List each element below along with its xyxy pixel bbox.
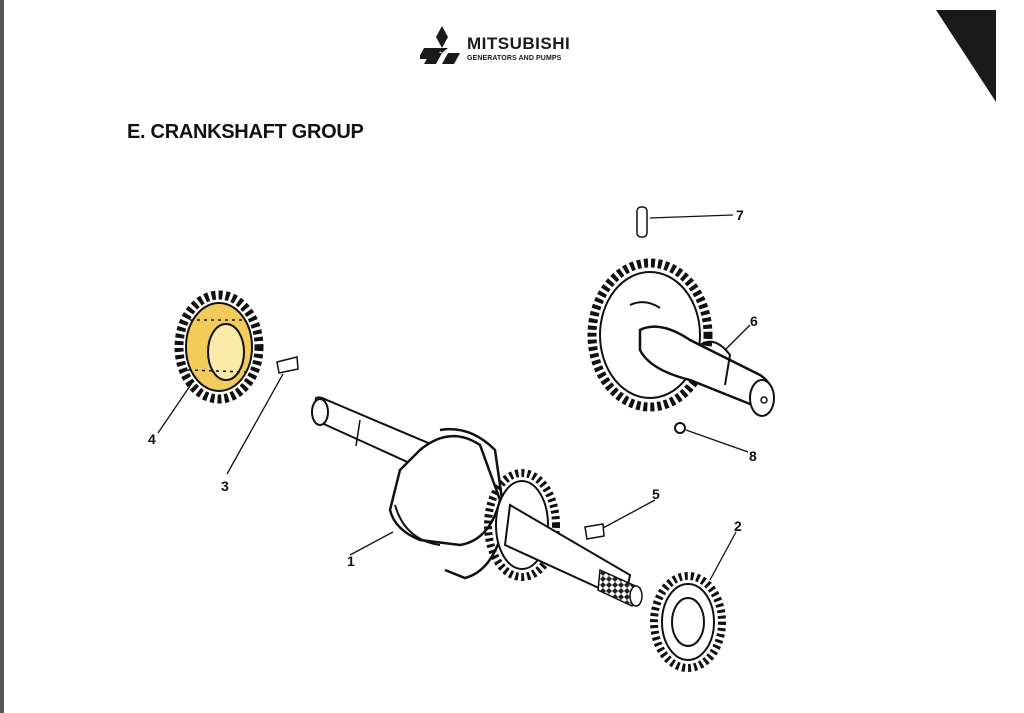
- part-1-crankshaft: [311, 396, 643, 608]
- section-title: E. CRANKSHAFT GROUP: [127, 121, 364, 143]
- page-left-border: [0, 0, 4, 713]
- callout-3: 3: [221, 478, 229, 494]
- part-5-key: [584, 523, 605, 540]
- mitsubishi-diamonds-icon: [420, 26, 460, 64]
- part-6-camshaft: [587, 258, 775, 417]
- part-7-pin: [636, 206, 648, 238]
- callout-7: 7: [736, 207, 744, 223]
- callout-1: 1: [347, 553, 355, 569]
- part-8-spring: [674, 422, 686, 434]
- part-2-gear: [650, 572, 726, 672]
- part-4-gear: [174, 290, 264, 404]
- callout-4: 4: [148, 431, 156, 447]
- leader-lines: [157, 214, 751, 581]
- callout-2: 2: [734, 518, 742, 534]
- document-page: [4, 0, 1024, 713]
- callout-6: 6: [750, 313, 758, 329]
- brand-logo: MITSUBISHI GENERATORS AND PUMPS: [420, 24, 620, 68]
- callout-8: 8: [749, 448, 757, 464]
- callout-5: 5: [652, 486, 660, 502]
- page-corner-triangle: [936, 10, 996, 102]
- brand-subtitle: GENERATORS AND PUMPS: [467, 55, 562, 62]
- brand-name: MITSUBISHI: [467, 34, 571, 53]
- part-3-key: [276, 356, 299, 374]
